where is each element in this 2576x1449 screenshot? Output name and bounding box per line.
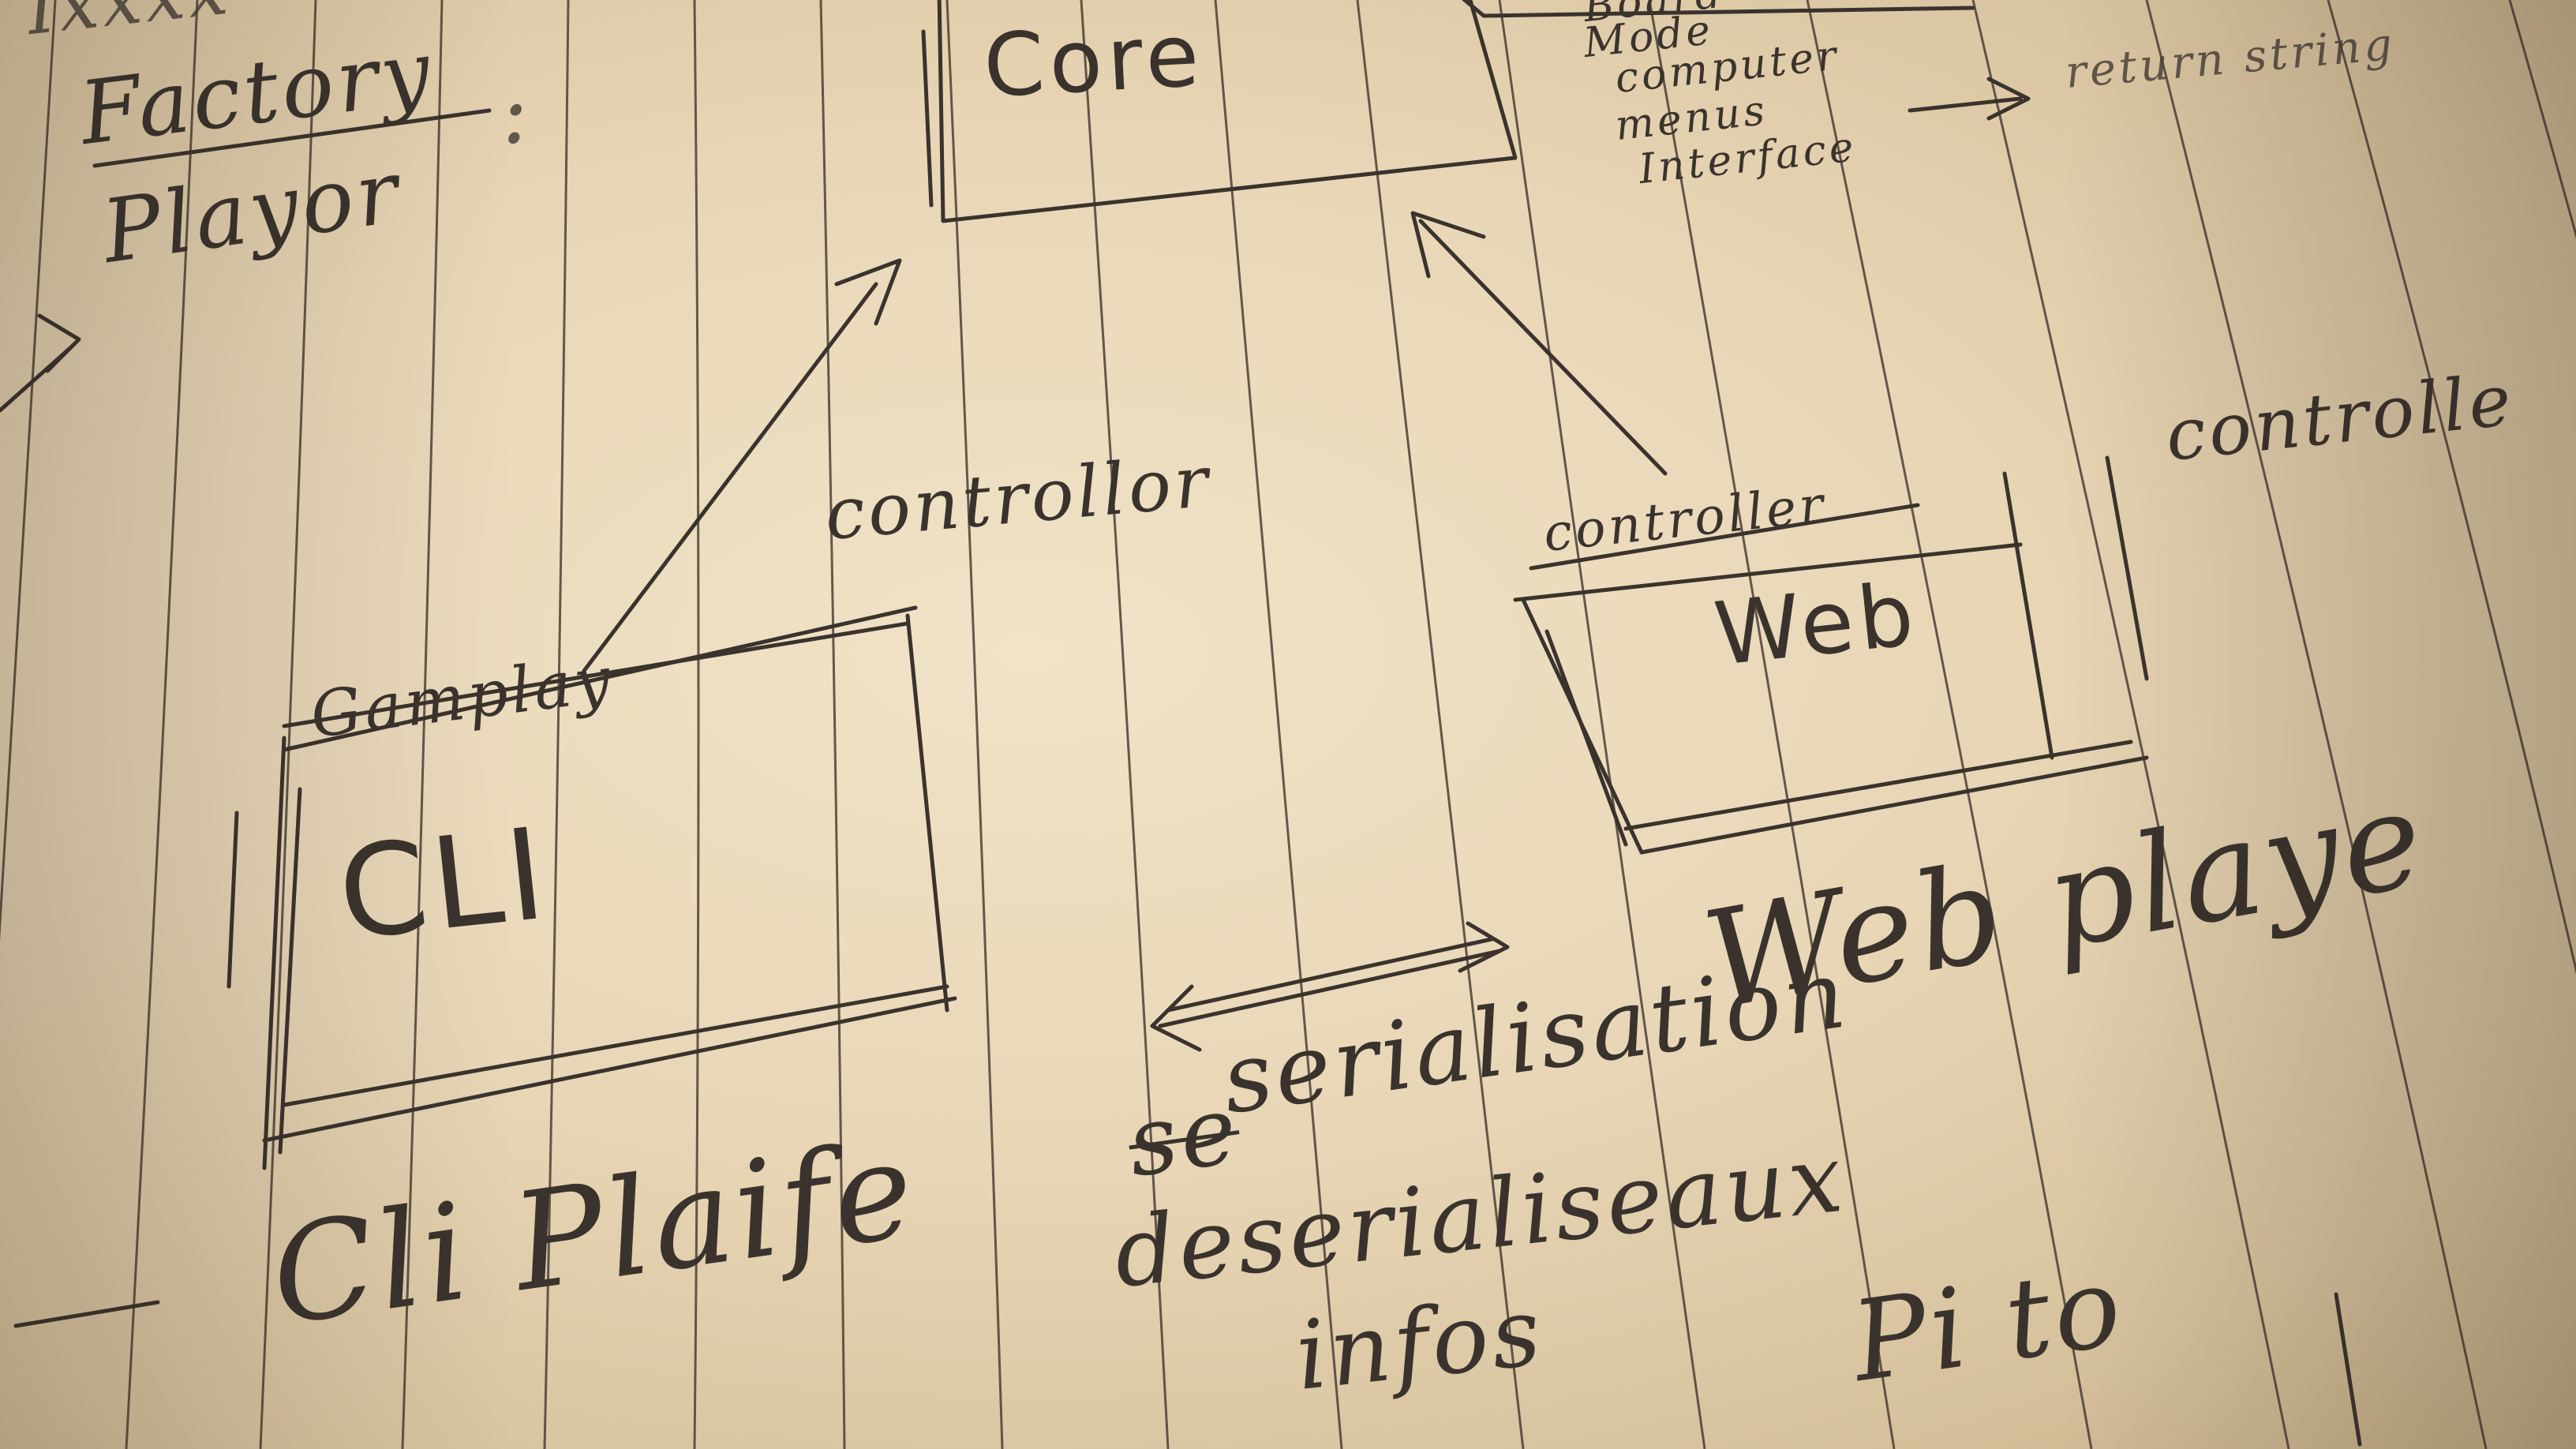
ruled-line <box>259 0 317 1449</box>
core-title: Core <box>981 4 1207 117</box>
note-box-right <box>1462 0 1975 18</box>
ruled-line <box>945 0 1004 1449</box>
ruled-line <box>1498 0 1706 1449</box>
double-arrow-serialisation <box>1150 921 1510 1052</box>
arrow-web-to-core <box>1410 211 1668 476</box>
core-box <box>921 0 1518 223</box>
ruled-line <box>543 0 570 1449</box>
web-box-title: Web <box>1709 563 1923 685</box>
right-notes: Board Mode computer menus Interface <box>1582 0 1997 221</box>
web-box <box>1513 471 2149 855</box>
factory-underline <box>92 108 492 168</box>
core-side-stroke <box>2334 1292 2362 1447</box>
left-stroke <box>13 1300 160 1328</box>
left-arrow <box>0 313 81 413</box>
ruled-line <box>1648 0 1896 1449</box>
ruled-line <box>125 0 199 1449</box>
ruled-line <box>1806 0 2093 1449</box>
ruled-line <box>819 0 846 1449</box>
cli-box <box>227 605 957 1170</box>
ruled-line <box>693 0 700 1449</box>
arrow-cli-to-core <box>582 258 902 673</box>
ruled-line <box>1080 0 1170 1449</box>
arrow-return-string <box>1908 77 2031 121</box>
ruled-line <box>1214 0 1343 1449</box>
cli-box-title: CLI <box>331 799 556 968</box>
right-vertical-stroke <box>2105 455 2149 681</box>
ruled-line <box>2145 0 2488 1449</box>
ruled-line <box>1971 0 2290 1449</box>
ruled-line <box>1356 0 1525 1449</box>
ruled-line <box>2508 0 2576 240</box>
ruled-line <box>2327 0 2576 975</box>
